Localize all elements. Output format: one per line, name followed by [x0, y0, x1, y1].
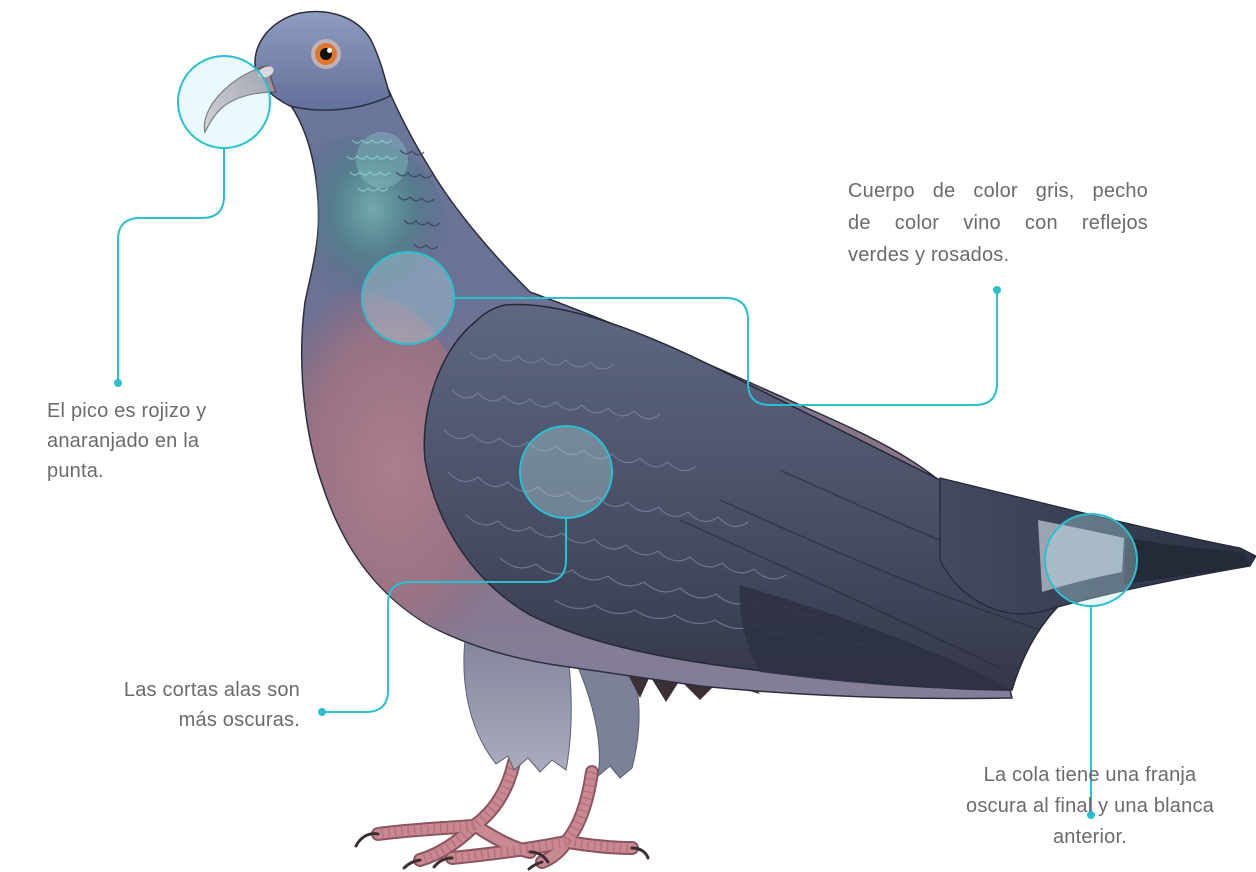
callout-text-line: oscura al final y una blanca [925, 791, 1255, 822]
callout-dot-wing [318, 708, 326, 716]
callout-ring-tail [1045, 514, 1137, 606]
callout-text-line: Cuerpo de color gris, pecho [848, 175, 1148, 207]
callout-dot-chest [993, 286, 1001, 294]
callout-text-line: anterior. [925, 822, 1255, 853]
eye-highlight [327, 48, 332, 53]
callout-text-line: Las cortas alas son [80, 675, 300, 705]
callout-text-line: La cola tiene una franja [925, 760, 1255, 791]
callout-text-body: Cuerpo de color gris, pecho de color vin… [848, 175, 1148, 271]
feet [356, 762, 648, 869]
callout-text-line: de color vino con reflejos [848, 207, 1148, 239]
callout-ring-chest [362, 252, 454, 344]
callout-ring-wing [520, 426, 612, 518]
callout-text-line: verdes y rosados. [848, 239, 1148, 271]
callout-line-beak [118, 148, 224, 383]
callout-text-tail: La cola tiene una franja oscura al final… [925, 760, 1255, 853]
callout-text-beak: El pico es rojizo y anaranjado en la pun… [47, 396, 267, 486]
callout-text-line: punta. [47, 456, 267, 486]
callout-ring-beak [178, 56, 270, 148]
callout-dot-beak [114, 379, 122, 387]
callout-text-wings: Las cortas alas son más oscuras. [80, 675, 300, 735]
callout-beak [114, 56, 270, 387]
callout-text-line: anaranjado en la [47, 426, 267, 456]
callout-text-line: El pico es rojizo y [47, 396, 267, 426]
callout-text-line: más oscuras. [80, 705, 300, 735]
